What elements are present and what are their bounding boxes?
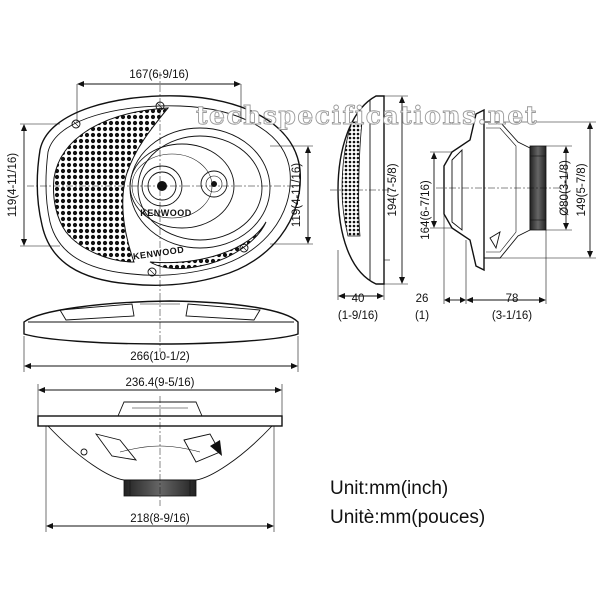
unit-label-fr: Unitè:mm(pouces) <box>330 507 485 528</box>
side-view: 194(7-5/8) 40 (1-9/16) <box>330 95 408 322</box>
dim-side-depth-mm: 40 <box>352 293 365 305</box>
front-grille <box>53 107 170 263</box>
dim-side-depth-in: (1-9/16) <box>338 310 378 322</box>
dim-top-length: 266(10-1/2) <box>130 351 190 363</box>
dim-bottom-top-width: 236.4(9-5/16) <box>125 377 194 389</box>
dim-rear-mount-depth-in: (1) <box>415 310 429 322</box>
dim-front-height-right: 119(4-11/16) <box>291 163 303 227</box>
front-grille-lower <box>149 221 267 270</box>
dim-front-height-left: 119(4-11/16) <box>7 153 19 217</box>
dim-rear-total-depth-mm: 78 <box>506 293 519 305</box>
top-view: 266(10-1/2) <box>23 296 299 372</box>
dim-side-height: 194(7-5/8) <box>387 163 399 216</box>
dim-rear-outer-height: 149(5-7/8) <box>576 163 588 216</box>
cone-logo: KENWOOD <box>140 208 192 218</box>
dim-rear-mount-depth-mm: 26 <box>416 293 429 305</box>
bottom-view: 236.4(9-5/16) 218(8-9/16) <box>37 377 283 532</box>
front-logo: KENWOOD <box>132 244 184 261</box>
dim-bottom-width: 218(8-9/16) <box>130 513 190 525</box>
unit-label-en: Unit:mm(inch) <box>330 478 448 499</box>
front-frame-outer <box>36 95 301 286</box>
dim-rear-total-depth-in: (3-1/16) <box>492 310 532 322</box>
dim-magnet-diameter: Ø80(3-1/8) <box>559 160 571 216</box>
watermark: techspecifications.net <box>196 101 538 130</box>
front-view: 167(6-9/16) 119(4-11/16) 119(4-11/16) <box>7 69 313 296</box>
dim-front-width: 167(6-9/16) <box>129 69 189 81</box>
rear-side-view: 164(6-7/16) Ø80(3-1/8) 149(5-7/8) 26 (1)… <box>415 108 596 322</box>
dim-rear-inner-height: 164(6-7/16) <box>420 180 432 240</box>
